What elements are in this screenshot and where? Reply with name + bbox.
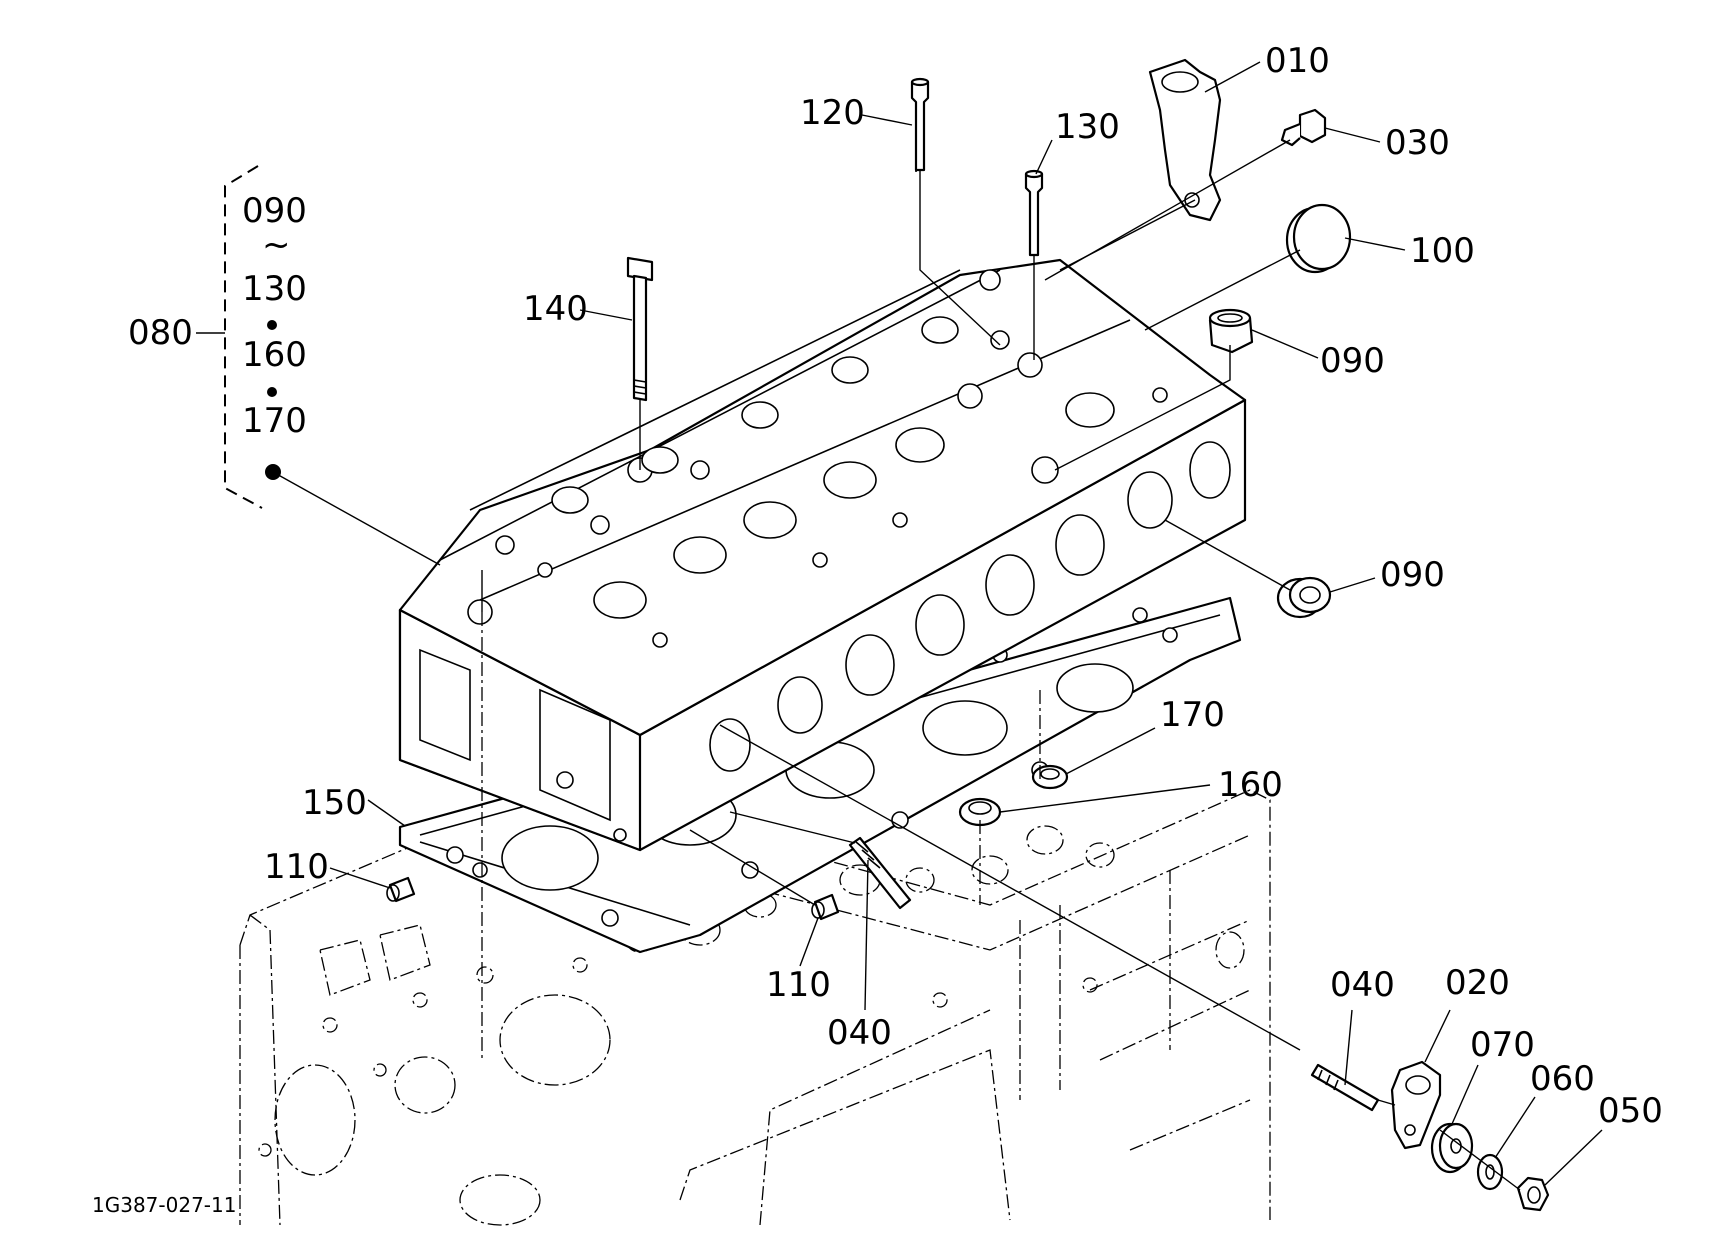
callout-label: 040 (1330, 965, 1395, 1005)
group-bracket-080: 080 090 ~ 130 160 170 (128, 165, 441, 566)
ring-170 (1031, 764, 1069, 790)
group-bullet (267, 387, 277, 397)
head-bolt-140 (626, 256, 654, 402)
group-member-label: 160 (242, 335, 307, 375)
seal-090-a (1208, 308, 1254, 354)
callout-leaders (329, 61, 1603, 1186)
callout-label: 110 (766, 965, 831, 1005)
callout-label: 160 (1218, 765, 1283, 805)
callout-label: 130 (1055, 107, 1120, 147)
callout-label: 010 (1265, 41, 1330, 81)
callout-label: 070 (1470, 1025, 1535, 1065)
group-bullet (267, 320, 277, 330)
valve-guide-120 (910, 77, 930, 172)
callout-label: 090 (1320, 341, 1385, 381)
callout-label: 100 (1410, 231, 1475, 271)
dowel-110-a (386, 876, 416, 903)
nut-050 (1516, 1176, 1550, 1212)
callout-label: 120 (800, 93, 865, 133)
stud-040-a (848, 836, 912, 910)
bracket-010 (1148, 58, 1222, 222)
lock-washer-060 (1476, 1153, 1504, 1191)
group-range-sign: ~ (262, 225, 291, 265)
assembly-lines (481, 139, 1521, 1191)
callout-label: 090 (1380, 555, 1445, 595)
group-member-label: 090 (242, 191, 307, 231)
seal-090-b (1276, 576, 1332, 619)
callout-label: 140 (523, 289, 588, 329)
group-member-label: 130 (242, 269, 307, 309)
figure-id: 1G387-027-11 (92, 1193, 236, 1217)
callout-label: 150 (302, 783, 367, 823)
cylinder-head (398, 258, 1247, 852)
plug-100 (1285, 203, 1352, 274)
callout-label: 020 (1445, 963, 1510, 1003)
callout-labels: 010 030 120 130 100 090 090 140 170 160 … (264, 41, 1663, 1131)
callout-label: 030 (1385, 123, 1450, 163)
group-label: 080 (128, 313, 193, 353)
callout-label: 050 (1598, 1091, 1663, 1131)
callout-label: 060 (1530, 1059, 1595, 1099)
callout-label: 040 (827, 1013, 892, 1053)
washer-070 (1430, 1122, 1474, 1174)
stud-040-b (1310, 1063, 1380, 1112)
plate-020 (1390, 1060, 1442, 1150)
valve-guide-130 (1024, 169, 1044, 257)
callout-label: 110 (264, 847, 329, 887)
dowel-110-b (811, 893, 840, 921)
group-member-label: 170 (242, 401, 307, 441)
bolt-030 (1280, 108, 1327, 147)
callout-label: 170 (1160, 695, 1225, 735)
